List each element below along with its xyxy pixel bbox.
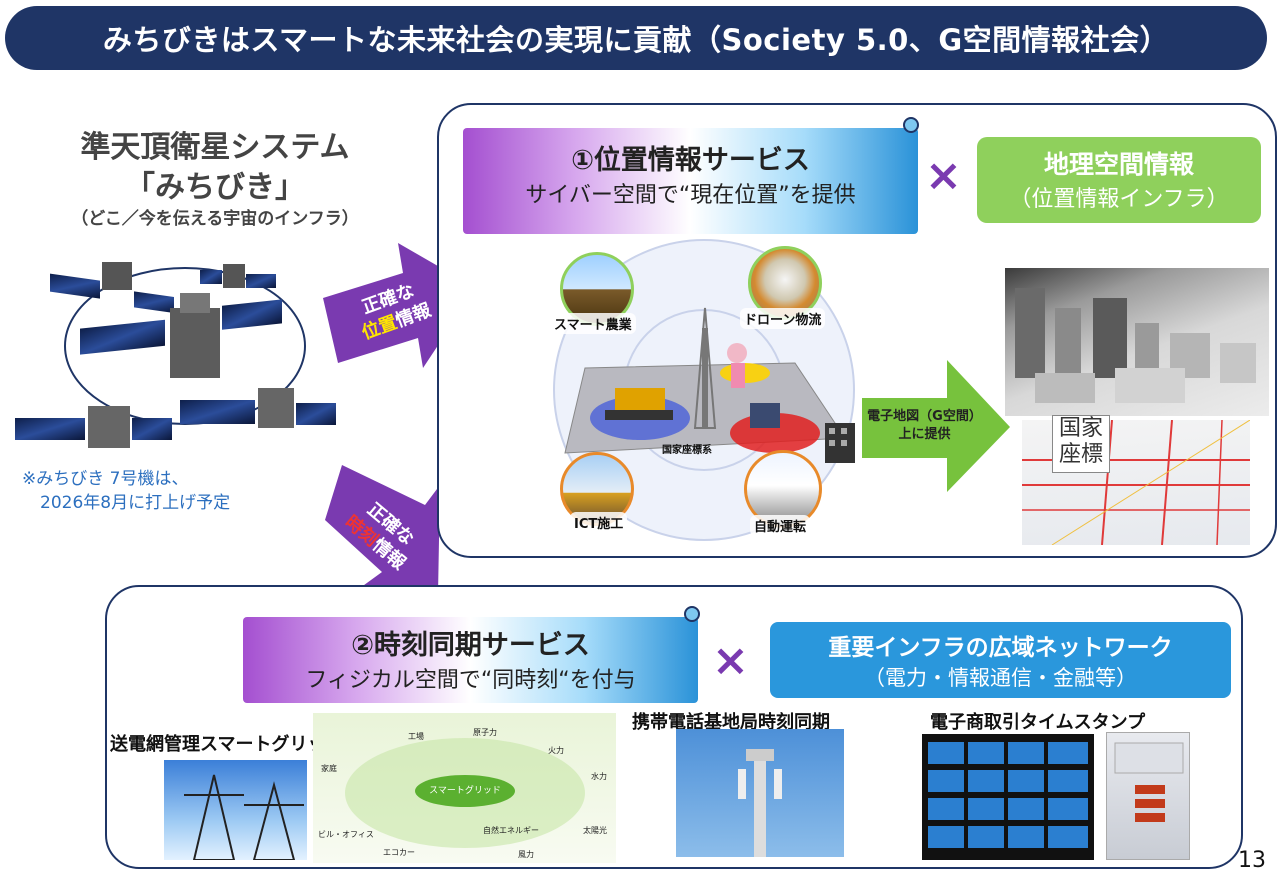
- power-tower-image: [164, 760, 307, 861]
- multiply-icon-2: ×: [712, 635, 749, 686]
- sg-renewable: 自然エネルギー: [483, 826, 539, 835]
- infra-network-box: 重要インフラの広域ネットワーク （電力・情報通信・金融等）: [770, 622, 1231, 698]
- infra-network-title: 重要インフラの広域ネットワーク: [828, 635, 1173, 661]
- geo-info-subtitle: （位置情報インフラ）: [1009, 187, 1229, 212]
- satellite-icon-1: [50, 262, 174, 314]
- qzss-subtitle: （どこ／今を伝える宇宙のインフラ）: [71, 209, 359, 229]
- city-3d-image: [1005, 268, 1269, 416]
- geo-info-box: 地理空間情報 （位置情報インフラ）: [977, 137, 1261, 223]
- qzss-title-line1: 準天頂衛星システム: [80, 130, 350, 165]
- timestamp-server-image: [1106, 732, 1190, 860]
- smartgrid-caption: 送電網管理スマートグリッド: [110, 734, 344, 755]
- trading-screens-image: [922, 734, 1094, 860]
- satellite-icon-2: [200, 264, 276, 288]
- map-arrow-line1: 電子地図（G空間）: [867, 409, 982, 424]
- page-title: みちびきはスマートな未来社会の実現に貢献（Society 5.0、G空間情報社会…: [5, 6, 1267, 70]
- qzss-title: 準天頂衛星システム 「みちびき」: [30, 128, 400, 208]
- building-icon: [825, 423, 855, 463]
- smartgrid-diagram: スマートグリッド 工場 原子力 火力 水力 太陽光 自然エネルギー 風力 エコカ…: [313, 713, 616, 863]
- qzss-title-line2: 「みちびき」: [125, 170, 305, 205]
- sg-factory: 工場: [408, 732, 424, 741]
- page-number: 13: [1238, 848, 1266, 873]
- sg-office: ビル・オフィス: [318, 830, 374, 839]
- scroll-ornament: [903, 117, 919, 133]
- sg-hydro: 水力: [591, 772, 607, 781]
- satellite-icon-4: [15, 406, 172, 448]
- position-service-banner: ①位置情報サービス サイバー空間で“現在位置”を提供: [463, 128, 918, 234]
- launch-note: ※みちびき 7号機は、 2026年8月に打上げ予定: [22, 467, 322, 515]
- person-icon: [727, 343, 747, 363]
- sg-solar: 太陽光: [583, 826, 607, 835]
- ict-construction-label: ICT施工: [570, 512, 628, 533]
- sg-wind: 風力: [518, 850, 534, 859]
- time-service-title: ②時刻同期サービス: [351, 630, 590, 661]
- national-grid-label: 国家座標系: [662, 445, 712, 456]
- infra-network-subtitle: （電力・情報通信・金融等）: [864, 666, 1137, 690]
- position-service-title: ①位置情報サービス: [571, 145, 810, 176]
- drone-label: ドローン物流: [740, 308, 826, 329]
- smartgrid-center-label: スマートグリッド: [429, 786, 501, 796]
- sg-ecocar: エコカー: [383, 848, 415, 857]
- drone-image: [748, 246, 822, 320]
- mobile-sync-caption: 携帯電話基地局時刻同期: [632, 712, 830, 733]
- bulldozer-icon: [615, 388, 665, 413]
- launch-note-line1: ※みちびき 7号機は、: [22, 469, 189, 489]
- tower-icon: [702, 328, 708, 428]
- time-service-banner: ②時刻同期サービス フィジカル空間で“同時刻“を付与: [243, 617, 698, 703]
- map-arrow-label: 電子地図（G空間） 上に提供: [862, 408, 987, 444]
- map-arrow: [862, 360, 1010, 492]
- sg-home: 家庭: [321, 764, 337, 773]
- sg-nuclear: 原子力: [473, 728, 497, 737]
- time-arrow: [325, 465, 440, 595]
- time-service-subtitle: フィジカル空間で“同時刻“を付与: [305, 668, 636, 693]
- auto-driving-label: 自動運転: [750, 515, 811, 536]
- satellite-illustration: [15, 262, 336, 448]
- timestamp-caption: 電子商取引タイムスタンプ: [930, 712, 1146, 733]
- map-arrow-line2: 上に提供: [898, 427, 951, 442]
- position-service-subtitle: サイバー空間で“現在位置”を提供: [525, 183, 856, 208]
- smart-agri-label: スマート農業: [550, 313, 636, 334]
- scroll-ornament-2: [684, 606, 700, 622]
- satellite-icon-5: [180, 388, 336, 428]
- operator-icon: [750, 403, 780, 428]
- kokka-text: 国家: [1058, 416, 1103, 441]
- national-coordinates-stamp: 国家 座標: [1052, 415, 1110, 473]
- multiply-icon: ×: [925, 150, 962, 201]
- geo-info-title: 地理空間情報: [1043, 150, 1194, 179]
- satellite-icon-3: [80, 293, 282, 378]
- zahyo-text: 座標: [1058, 442, 1103, 467]
- launch-note-line2: 2026年8月に打上げ予定: [40, 493, 231, 513]
- sg-thermal: 火力: [548, 746, 564, 755]
- mobile-tower-image: [676, 729, 844, 857]
